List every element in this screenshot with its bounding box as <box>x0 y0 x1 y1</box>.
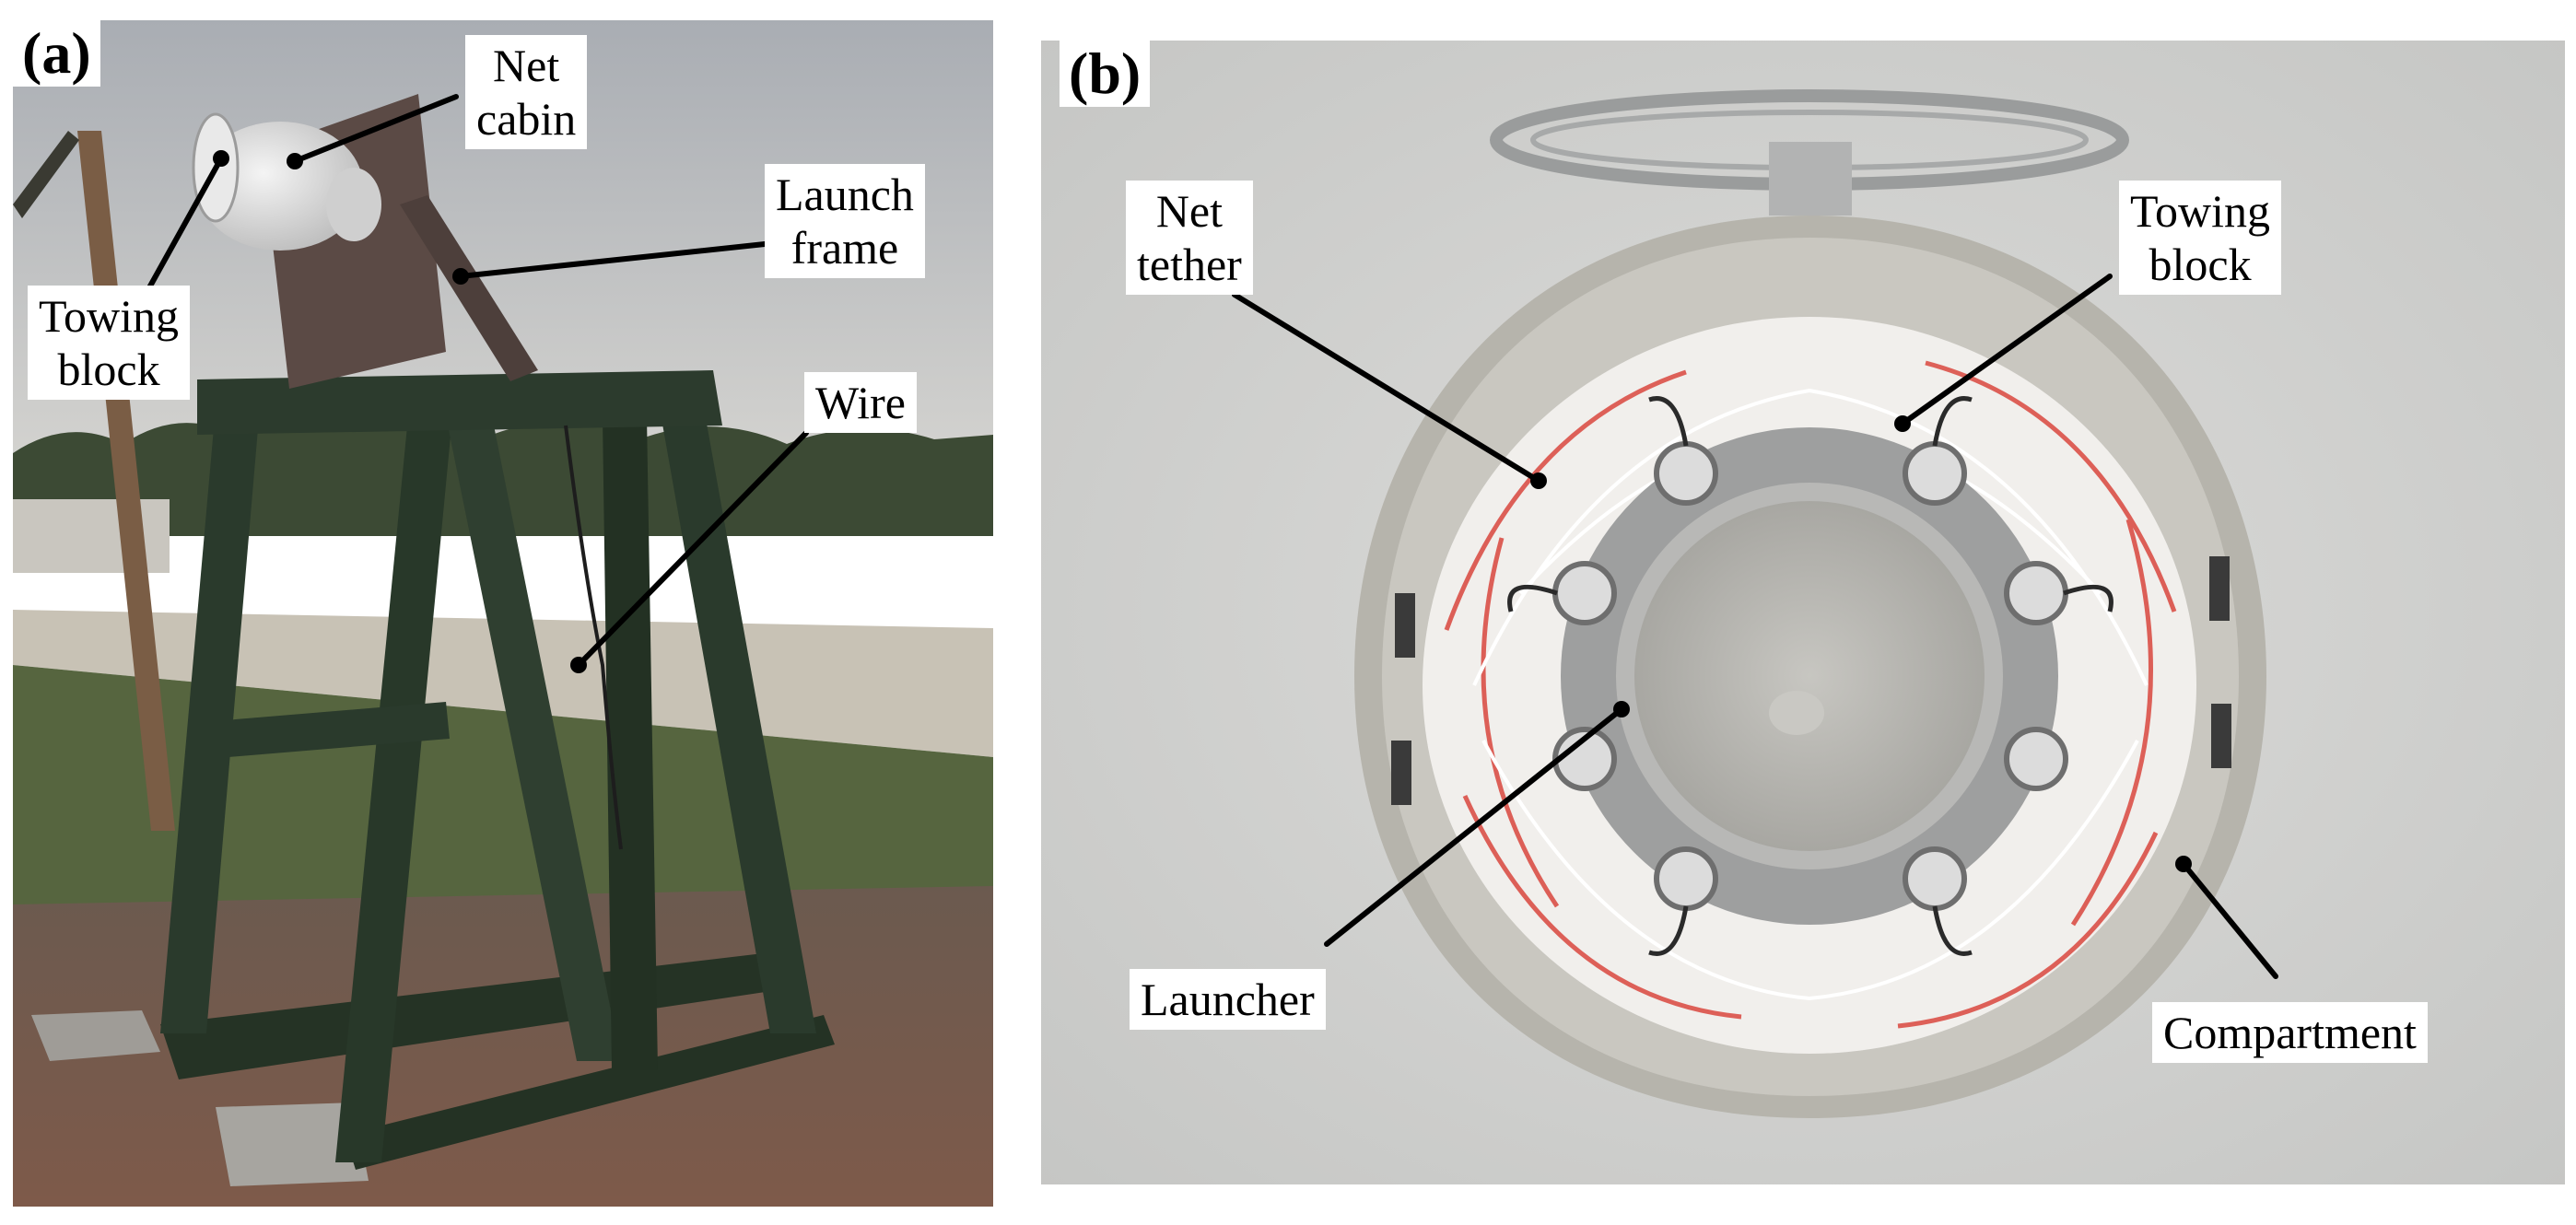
net-cabin <box>197 122 363 251</box>
label-net-tether: Net tether <box>1126 181 1253 295</box>
hooks <box>1507 396 2113 956</box>
leader-launcher <box>1324 706 1624 947</box>
compartment-photo <box>1041 41 2565 1184</box>
stand-leg <box>603 416 658 1070</box>
leader-launch-frame <box>458 241 767 279</box>
towing-blocks <box>1552 441 2068 911</box>
concrete-block <box>216 1102 369 1186</box>
stand-leg <box>658 398 816 1033</box>
label-launcher: Launcher <box>1130 969 1326 1030</box>
panel-b-photo: (b) <box>1041 41 2565 1184</box>
label-wire: Wire <box>804 372 917 433</box>
stand-leg <box>160 407 260 1033</box>
leader-towing-block-b <box>1900 274 2113 426</box>
leader-net-cabin <box>292 94 459 164</box>
panel-b-label: (b) <box>1060 41 1151 107</box>
concrete-block <box>31 1010 160 1061</box>
label-compartment: Compartment <box>2152 1002 2428 1063</box>
wire <box>564 425 623 850</box>
leader-net-tether <box>1232 292 1541 484</box>
launch-strut <box>400 195 538 381</box>
leader-towing-block-a <box>140 156 224 302</box>
label-net-cabin: Net cabin <box>465 35 588 149</box>
launcher-core <box>1634 501 1985 851</box>
panel-a-label: (a) <box>13 20 100 87</box>
label-launch-frame: Launch frame <box>765 164 925 278</box>
compartment-lid <box>1490 89 2129 216</box>
stand-top <box>197 370 722 435</box>
leader-wire <box>576 430 809 668</box>
label-towing-block-a: Towing block <box>28 286 191 400</box>
label-towing-block-b: Towing block <box>2119 181 2282 295</box>
stand-leg <box>335 407 453 1162</box>
leader-compartment <box>2181 861 2278 979</box>
stand-leg <box>446 416 621 1061</box>
